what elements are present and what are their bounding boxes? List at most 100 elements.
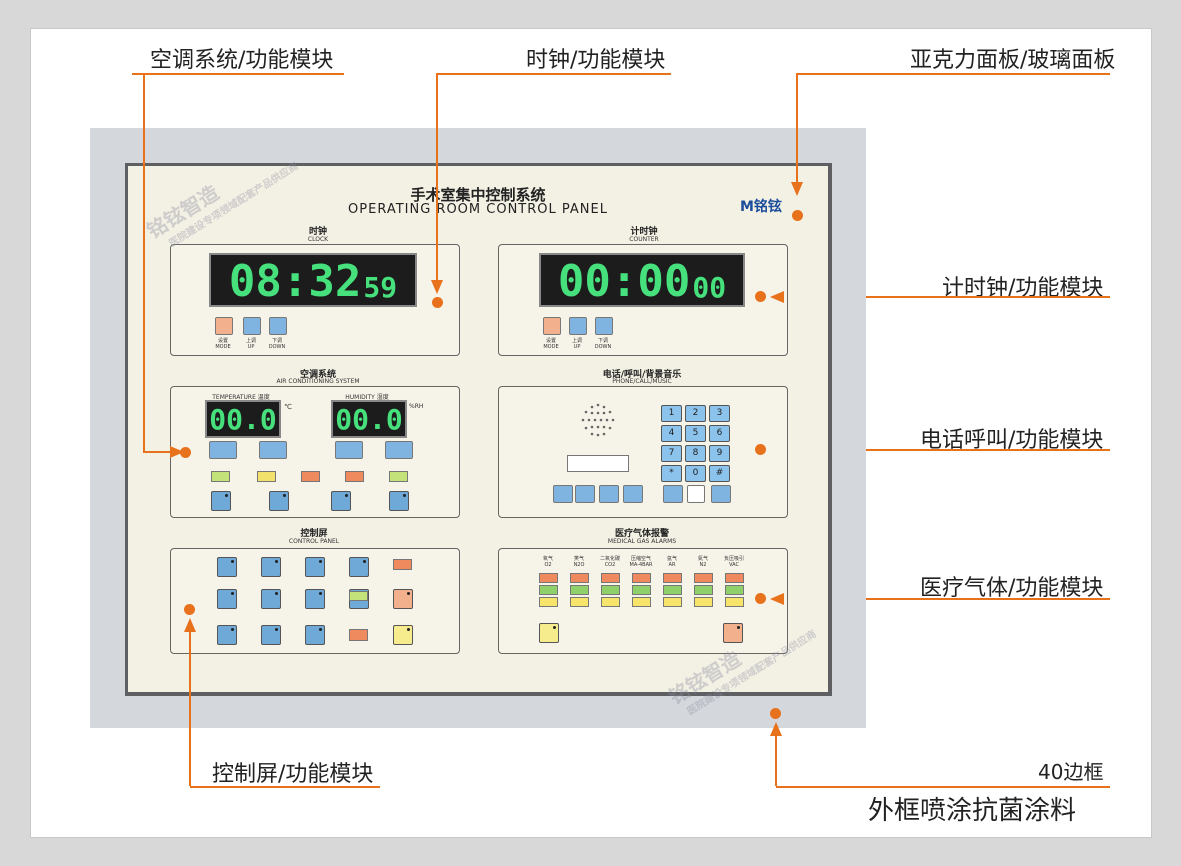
gas-name-cn: 氧气: [542, 556, 553, 562]
phone-func-3[interactable]: [599, 485, 619, 503]
leader-clock: [436, 73, 438, 283]
phone-switch[interactable]: [687, 485, 705, 503]
counter-mode-button[interactable]: [543, 317, 561, 335]
clock-up-button[interactable]: [243, 317, 261, 335]
phone-module: 1 2 3 4 5 6 7 8 9 * 0 #: [498, 386, 788, 518]
control-btn-4[interactable]: [349, 557, 369, 577]
counter-mode-label: 设置: [545, 338, 556, 344]
gas-indicator: [570, 585, 589, 595]
leader-acrylic: [796, 73, 798, 183]
key-6[interactable]: 6: [709, 425, 730, 442]
key-8[interactable]: 8: [685, 445, 706, 462]
ac-switch-3[interactable]: [331, 491, 351, 511]
control-lamp-3: [349, 629, 368, 641]
clock-down-button[interactable]: [269, 317, 287, 335]
phone-handsfree-button[interactable]: [663, 485, 683, 503]
control-btn-5[interactable]: [217, 589, 237, 609]
control-btn-9[interactable]: [217, 625, 237, 645]
counter-up-label-en: UP: [573, 344, 581, 350]
key-hash[interactable]: #: [709, 465, 730, 482]
key-4[interactable]: 4: [661, 425, 682, 442]
hum-up-button[interactable]: [335, 441, 363, 459]
gas-name-cn: 负压吸引: [723, 556, 744, 562]
temperature-unit: ℃: [284, 403, 292, 411]
key-star[interactable]: *: [661, 465, 682, 482]
ac-title-en: AIR CONDITIONING SYSTEM: [276, 378, 360, 385]
control-btn-10[interactable]: [261, 625, 281, 645]
callout-clock: 时钟/功能模块: [526, 48, 666, 73]
gas-dot: [755, 593, 766, 604]
panel-title-en: OPERATING ROOM CONTROL PANEL: [348, 202, 608, 217]
leader-acrylic-arrow: [791, 182, 803, 196]
leader-frame-arrow: [770, 722, 782, 736]
counter-mode-label-en: MODE: [543, 344, 559, 350]
gas-test-button[interactable]: [723, 623, 743, 643]
temp-down-button[interactable]: [259, 441, 287, 459]
gas-indicator: [601, 573, 620, 583]
control-mute-button[interactable]: [393, 625, 413, 645]
underline-ac: [132, 73, 344, 75]
callout-coating: 外框喷涂抗菌涂料: [868, 796, 1077, 826]
underline-frame40: [776, 786, 1110, 788]
hum-down-button[interactable]: [385, 441, 413, 459]
clock-up-label: 上调: [245, 338, 256, 344]
counter-up-button[interactable]: [569, 317, 587, 335]
ac-lamp-4: [345, 471, 364, 482]
phone-func-1[interactable]: [553, 485, 573, 503]
control-btn-11[interactable]: [305, 625, 325, 645]
key-1[interactable]: 1: [661, 405, 682, 422]
ac-module: TEMPERATURE 温度 00.0 ℃ HUMIDITY 湿度 00.0 %…: [170, 386, 460, 518]
callout-ac: 空调系统/功能模块: [150, 48, 334, 73]
callout-acrylic: 亚克力面板/玻璃面板: [910, 48, 1116, 73]
key-2[interactable]: 2: [685, 405, 706, 422]
key-5[interactable]: 5: [685, 425, 706, 442]
control-panel: 手术室集中控制系统 OPERATING ROOM CONTROL PANEL M…: [128, 161, 828, 718]
gas-name-en: AR: [668, 562, 676, 568]
control-btn-6[interactable]: [261, 589, 281, 609]
gas-name-en: MA-4BAR: [629, 562, 653, 568]
ac-switch-2[interactable]: [269, 491, 289, 511]
counter-down-button[interactable]: [595, 317, 613, 335]
ac-switch-4[interactable]: [389, 491, 409, 511]
key-3[interactable]: 3: [709, 405, 730, 422]
control-test-button[interactable]: [393, 589, 413, 609]
ac-switch-1[interactable]: [211, 491, 231, 511]
gas-mute-button[interactable]: [539, 623, 559, 643]
clock-mode-label: 设置: [217, 338, 228, 344]
phone-call-button[interactable]: [711, 485, 731, 503]
key-7[interactable]: 7: [661, 445, 682, 462]
ac-dot: [180, 447, 191, 458]
control-btn-2[interactable]: [261, 557, 281, 577]
leader-ac-vertical: [143, 73, 145, 453]
control-module: [170, 548, 460, 654]
phone-func-2[interactable]: [575, 485, 595, 503]
gas-name-en: N2: [699, 562, 707, 568]
clock-dot: [432, 297, 443, 308]
gas-indicator: [663, 597, 682, 607]
key-9[interactable]: 9: [709, 445, 730, 462]
control-btn-7[interactable]: [305, 589, 325, 609]
gas-name-cn: 氩气: [666, 556, 677, 562]
counter-title-en: COUNTER: [629, 236, 659, 243]
gas-indicator: [725, 597, 744, 607]
gas-name-en: CO2: [604, 562, 616, 568]
clock-mode-label-en: MODE: [215, 344, 231, 350]
gas-indicator: [601, 597, 620, 607]
gas-indicator: [663, 585, 682, 595]
gas-name-cn: 压缩空气: [630, 556, 651, 562]
clock-mode-button[interactable]: [215, 317, 233, 335]
leader-clock-arrow: [431, 280, 443, 294]
clock-title-en: CLOCK: [307, 236, 329, 243]
gas-name-en: N2O: [573, 562, 585, 568]
gas-indicator: [725, 573, 744, 583]
gas-indicator: [725, 585, 744, 595]
gas-indicator: [601, 585, 620, 595]
control-btn-3[interactable]: [305, 557, 325, 577]
gas-name-cn: 笑气: [573, 556, 584, 562]
temp-up-button[interactable]: [209, 441, 237, 459]
gas-indicator: [570, 597, 589, 607]
key-0[interactable]: 0: [685, 465, 706, 482]
control-btn-1[interactable]: [217, 557, 237, 577]
phone-func-4[interactable]: [623, 485, 643, 503]
control-title: 控制屏: [300, 529, 328, 539]
